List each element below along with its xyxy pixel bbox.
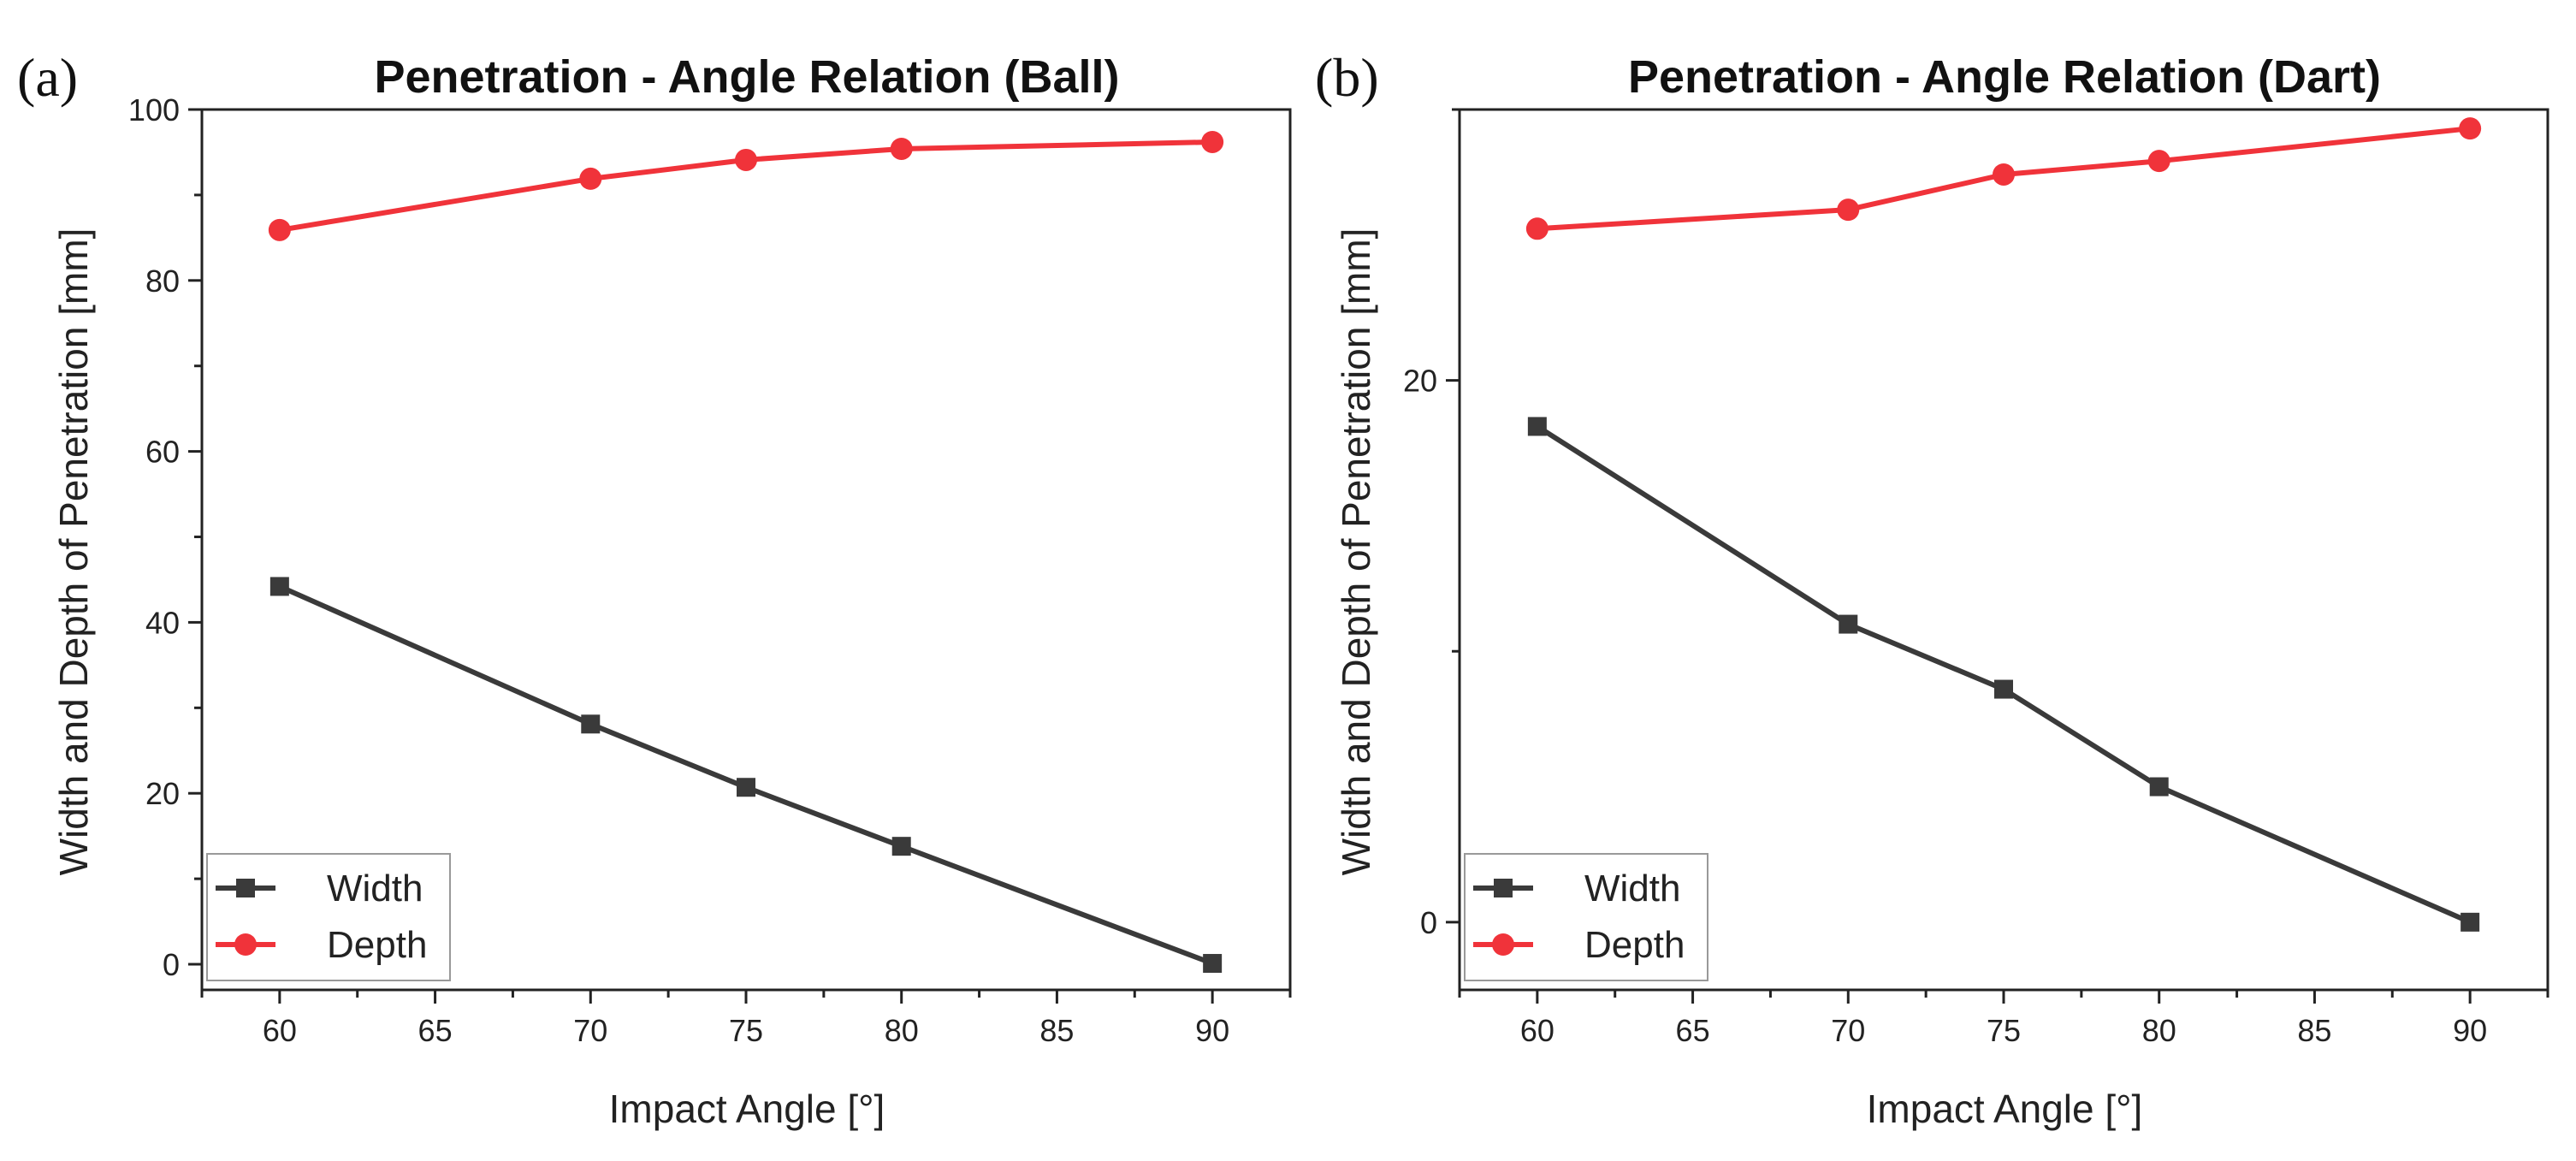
y-tick-label: 40	[145, 605, 180, 640]
data-point-width	[2461, 912, 2480, 932]
data-point-depth	[1201, 130, 1224, 153]
x-tick-label: 90	[1195, 1013, 1229, 1048]
x-tick-label: 60	[1520, 1013, 1554, 1048]
data-point-depth	[579, 167, 602, 190]
y-tick-label: 100	[128, 92, 180, 127]
x-tick-label: 90	[2453, 1013, 2487, 1048]
x-tick-label: 85	[1039, 1013, 1074, 1048]
chart-title: Penetration - Angle Relation (Ball)	[374, 51, 1119, 103]
x-tick-label: 75	[1987, 1013, 2021, 1048]
x-tick-label: 65	[418, 1013, 453, 1048]
legend-label-width: Width	[327, 868, 423, 909]
panel-b: (b) Penetration - Angle Relation (Dart) …	[1315, 47, 2549, 1131]
x-tick-label: 80	[885, 1013, 919, 1048]
x-tick-label: 65	[1676, 1013, 1710, 1048]
data-point-depth	[1993, 163, 2015, 186]
legend: Width Depth	[206, 853, 451, 981]
legend-box	[206, 853, 451, 981]
legend-marker-depth	[1492, 933, 1514, 956]
x-axis-label: Impact Angle [°]	[1867, 1087, 2143, 1131]
data-point-depth	[1525, 217, 1549, 240]
data-point-width	[2149, 777, 2169, 797]
y-tick-label: 20	[145, 776, 180, 811]
x-tick-label: 85	[2297, 1013, 2331, 1048]
data-point-depth	[1837, 198, 1860, 222]
legend-marker-width	[236, 879, 255, 897]
legend-label-depth: Depth	[327, 924, 427, 966]
tick-group: 60 65 70 75 80 85 90 0 20 40 60 80 100	[128, 92, 1292, 1048]
panel-a: (a) Penetration - Angle Relation (Ball) …	[17, 47, 1292, 1131]
tick-group: 60 65 70 75 80 85 90 0 20	[1403, 108, 2549, 1048]
data-point-depth	[2147, 150, 2170, 173]
panel-label: (b)	[1315, 47, 1379, 108]
x-tick-label: 75	[729, 1013, 763, 1048]
legend-marker-width	[1494, 879, 1513, 897]
x-tick-label: 60	[263, 1013, 297, 1048]
series-group	[1525, 117, 2482, 932]
data-point-depth	[268, 218, 291, 241]
data-point-width	[581, 714, 601, 734]
y-tick-label: 0	[1420, 905, 1437, 940]
x-tick-label: 70	[573, 1013, 607, 1048]
data-point-width	[1203, 954, 1223, 974]
x-tick-label: 70	[1831, 1013, 1865, 1048]
y-tick-label: 0	[163, 947, 180, 982]
data-point-width	[1839, 614, 1858, 634]
data-point-depth	[890, 137, 913, 160]
y-tick-label: 80	[145, 264, 180, 299]
chart-title: Penetration - Angle Relation (Dart)	[1628, 51, 2381, 103]
series-line-width	[1536, 424, 2472, 925]
y-tick-label: 20	[1403, 364, 1437, 399]
data-point-width	[269, 577, 289, 596]
panel-label: (a)	[17, 47, 78, 108]
data-point-width	[1994, 679, 2013, 699]
legend-label-depth: Depth	[1584, 924, 1685, 966]
y-axis-label: Width and Depth of Penetration [mm]	[1334, 228, 1378, 876]
x-axis-label: Impact Angle [°]	[609, 1087, 885, 1131]
data-point-width	[891, 837, 911, 856]
data-point-width	[1527, 417, 1547, 436]
legend-label-width: Width	[1584, 868, 1680, 909]
legend-marker-depth	[234, 933, 257, 956]
legend: Width Depth	[1464, 853, 1708, 981]
x-tick-label: 80	[2142, 1013, 2176, 1048]
data-point-depth	[2459, 117, 2482, 140]
legend-box	[1464, 853, 1708, 981]
series-group	[268, 130, 1224, 974]
data-point-width	[737, 778, 755, 797]
y-tick-label: 60	[145, 435, 180, 470]
y-axis-label: Width and Depth of Penetration [mm]	[51, 228, 96, 876]
data-point-depth	[735, 148, 757, 171]
